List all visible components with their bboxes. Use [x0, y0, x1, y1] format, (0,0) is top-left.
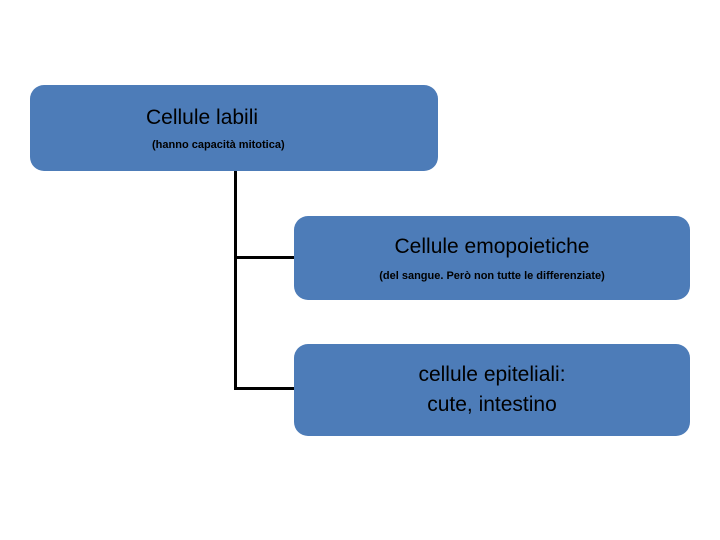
node-cellule-epiteliali-title-line1: cellule epiteliali: [418, 363, 566, 386]
node-cellule-emopoietiche-title: Cellule emopoietiche [394, 234, 590, 258]
node-cellule-emopoietiche[interactable]: Cellule emopoietiche (del sangue. Però n… [294, 216, 690, 300]
connector-vertical-trunk [234, 171, 237, 390]
node-cellule-labili-subtitle: (hanno capacità mitotica) [152, 138, 285, 151]
node-cellule-labili-title: Cellule labili [146, 105, 259, 129]
connector-branch-to-emopoietiche [234, 256, 296, 259]
node-cellule-epiteliali[interactable]: cellule epiteliali: cute, intestino [294, 344, 690, 436]
node-cellule-epiteliali-title-line2: cute, intestino [427, 393, 557, 416]
node-cellule-labili[interactable]: Cellule labili (hanno capacità mitotica) [30, 85, 438, 171]
node-cellule-emopoietiche-subtitle: (del sangue. Però non tutte le differenz… [379, 269, 605, 282]
connector-branch-to-epiteliali [234, 387, 296, 390]
